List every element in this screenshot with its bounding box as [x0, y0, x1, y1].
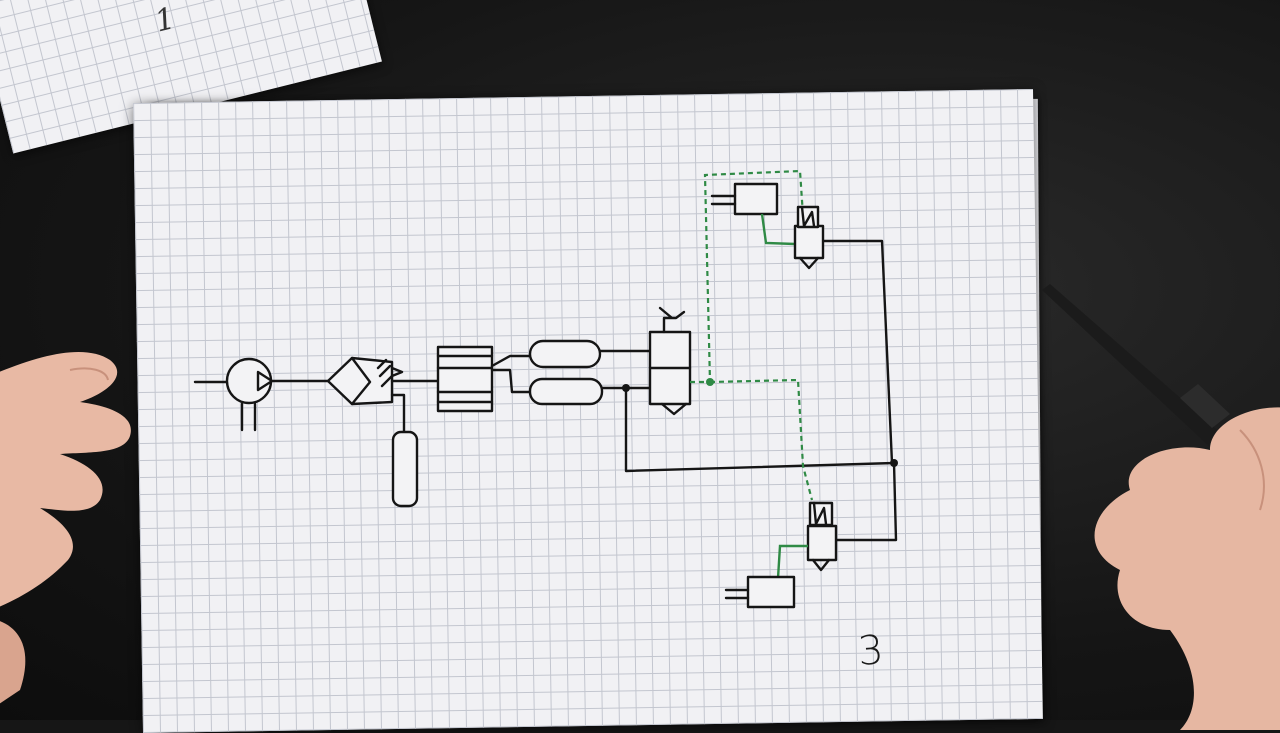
return-line [624, 386, 896, 473]
upper-feed-line [820, 239, 894, 465]
condensate-drain-icon [391, 430, 419, 508]
lower-feed-line [834, 461, 898, 542]
cylinder-icon [724, 575, 796, 609]
reservoir-icon [528, 377, 604, 406]
drain-line [390, 393, 406, 434]
left-hand-icon [0, 352, 131, 704]
pilot-valve-icon [793, 205, 825, 270]
pilot-line-upper-cylinder [760, 213, 796, 246]
sheet-number: 3 [856, 627, 886, 675]
pilot-line-upper [690, 169, 806, 384]
branch-line-upper [490, 354, 532, 368]
pilot-valve-icon [806, 501, 838, 572]
regulator-unit-icon [436, 345, 494, 413]
right-hand-icon [1094, 407, 1280, 730]
branch-line-lower [490, 368, 532, 394]
directional-valve-icon [648, 306, 692, 416]
pilot-junction-dot [706, 378, 714, 386]
cylinder-icon [710, 182, 779, 216]
compressor-icon [225, 357, 274, 432]
pilot-line-lower [709, 378, 814, 501]
pilot-line-lower-cylinder [776, 544, 808, 579]
reservoir-icon [528, 339, 602, 369]
